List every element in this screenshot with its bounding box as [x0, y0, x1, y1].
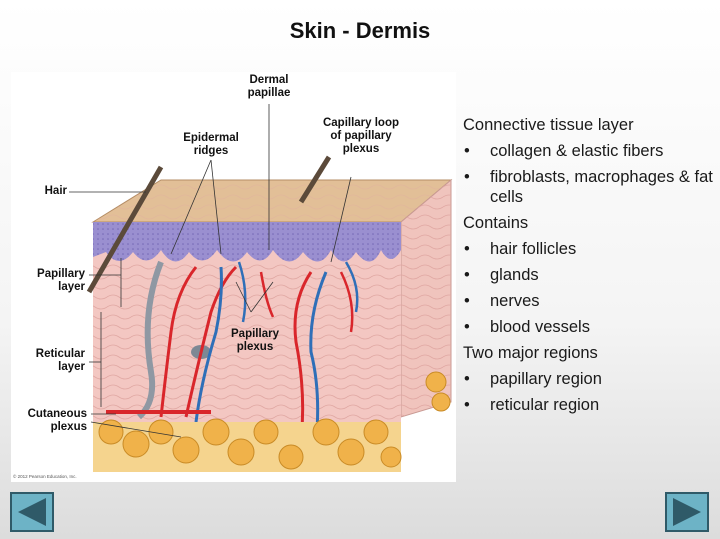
- skin-cross-section-illustration: [69, 104, 453, 472]
- list-item: •nerves: [464, 292, 540, 310]
- label-dermal-papillae: Dermal papillae: [247, 74, 291, 99]
- hair-shaft-2: [298, 155, 332, 204]
- adipose-tissue: [93, 371, 451, 472]
- previous-arrow-icon: [12, 494, 52, 530]
- label-papillary-layer: Papillary layer: [37, 268, 85, 293]
- list-item: •glands: [464, 266, 539, 284]
- list-item: •blood vessels: [464, 318, 590, 336]
- dermis-diagram: Dermal papillae Epidermal ridges Capilla…: [11, 72, 456, 482]
- section-heading-regions: Two major regions: [463, 344, 598, 362]
- vein-vessel: [194, 266, 223, 423]
- list-item: •hair follicles: [464, 240, 577, 258]
- hair-shaft: [86, 165, 164, 294]
- label-papillary-plexus: Papillary plexus: [231, 328, 279, 353]
- label-epidermal-ridges: Epidermal ridges: [183, 132, 239, 157]
- list-item: •papillary region: [464, 370, 602, 388]
- label-cutaneous-plexus: Cutaneous plexus: [27, 408, 87, 433]
- previous-slide-button[interactable]: [10, 492, 54, 532]
- section-heading-contains: Contains: [463, 214, 529, 232]
- label-leader-lines: [69, 104, 352, 438]
- content-bullets: Connective tissue layer •collagen & elas…: [463, 113, 718, 421]
- next-slide-button[interactable]: [665, 492, 709, 532]
- list-item: •collagen & elastic fibers: [464, 142, 664, 160]
- next-arrow-icon: [667, 494, 707, 530]
- artery-vessel: [159, 266, 198, 418]
- slide-title: Skin - Dermis: [289, 18, 431, 43]
- list-item: •fibroblasts, macrophages & fat cells: [464, 168, 713, 206]
- list-item: •reticular region: [464, 396, 600, 414]
- label-reticular-layer: Reticular layer: [35, 348, 85, 373]
- copyright-notice: © 2012 Pearson Education, Inc.: [13, 474, 77, 479]
- section-heading-connective: Connective tissue layer: [463, 116, 634, 134]
- label-hair: Hair: [44, 185, 67, 197]
- hair-follicle: [136, 260, 164, 420]
- label-capillary-loop: Capillary loop of papillary plexus: [322, 117, 400, 155]
